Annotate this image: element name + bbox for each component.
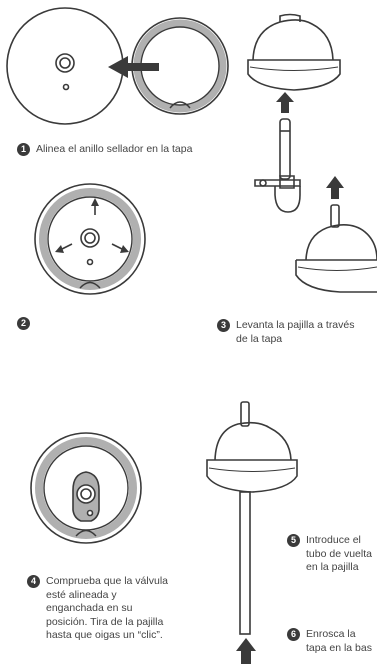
step-number-badge: 5	[287, 534, 300, 547]
step-3: 3 Levanta la pajilla a través de la tapa	[217, 319, 355, 346]
step-1: 1 Alinea el anillo sellador en la tapa	[17, 143, 193, 157]
straw-step3	[254, 118, 301, 213]
lid-with-ring-step2	[34, 183, 146, 295]
step-4-text-line1: Comprueba que la válvula	[46, 575, 168, 587]
step-number-badge: 1	[17, 143, 30, 156]
step-number-badge: 4	[27, 575, 40, 588]
step-5-text-line1: Introduce el	[306, 534, 361, 546]
arrows-step2	[55, 198, 129, 253]
lid-with-valve-step4	[30, 432, 142, 544]
lid-with-tube-step5	[206, 401, 298, 635]
step-5-text-line2: tubo de vuelta	[306, 547, 372, 560]
step-4: 4 Comprueba que la válvula esté alineada…	[27, 575, 168, 643]
arrow-up-step6	[236, 638, 256, 664]
step-number-badge: 3	[217, 319, 230, 332]
lid-top-view-step1	[6, 7, 124, 125]
step-6: 6 Enrosca la tapa en la bas	[287, 628, 372, 655]
step-4-text-line2: esté alineada y	[46, 588, 117, 601]
step-1-text: Alinea el anillo sellador en la tapa	[36, 143, 193, 155]
arrow-left-step1	[108, 56, 159, 78]
step-3-text-line1: Levanta la pajilla a través	[236, 319, 355, 331]
step-number-badge: 2	[17, 317, 30, 330]
step-4-text-line5: hasta que oigas un “clic”.	[46, 629, 163, 641]
step-5: 5 Introduce el tubo de vuelta en la paji…	[287, 534, 372, 575]
step-3-text-line2: de la tapa	[236, 332, 283, 345]
arrow-up-step3-bottom	[326, 176, 344, 199]
step-5-text-line3: en la pajilla	[306, 561, 359, 573]
step-4-text-line4: posición. Tira de la pajilla	[46, 615, 164, 628]
step-6-text-line2: tapa en la bas	[306, 641, 372, 654]
step-6-text-line1: Enrosca la	[306, 628, 356, 640]
lid-dome-step3-top	[247, 13, 341, 91]
lid-dome-step3-bottom	[295, 204, 377, 293]
arrow-up-step3-top	[276, 92, 294, 113]
step-4-text-line3: enganchada en su	[46, 602, 133, 614]
step-number-badge: 6	[287, 628, 300, 641]
